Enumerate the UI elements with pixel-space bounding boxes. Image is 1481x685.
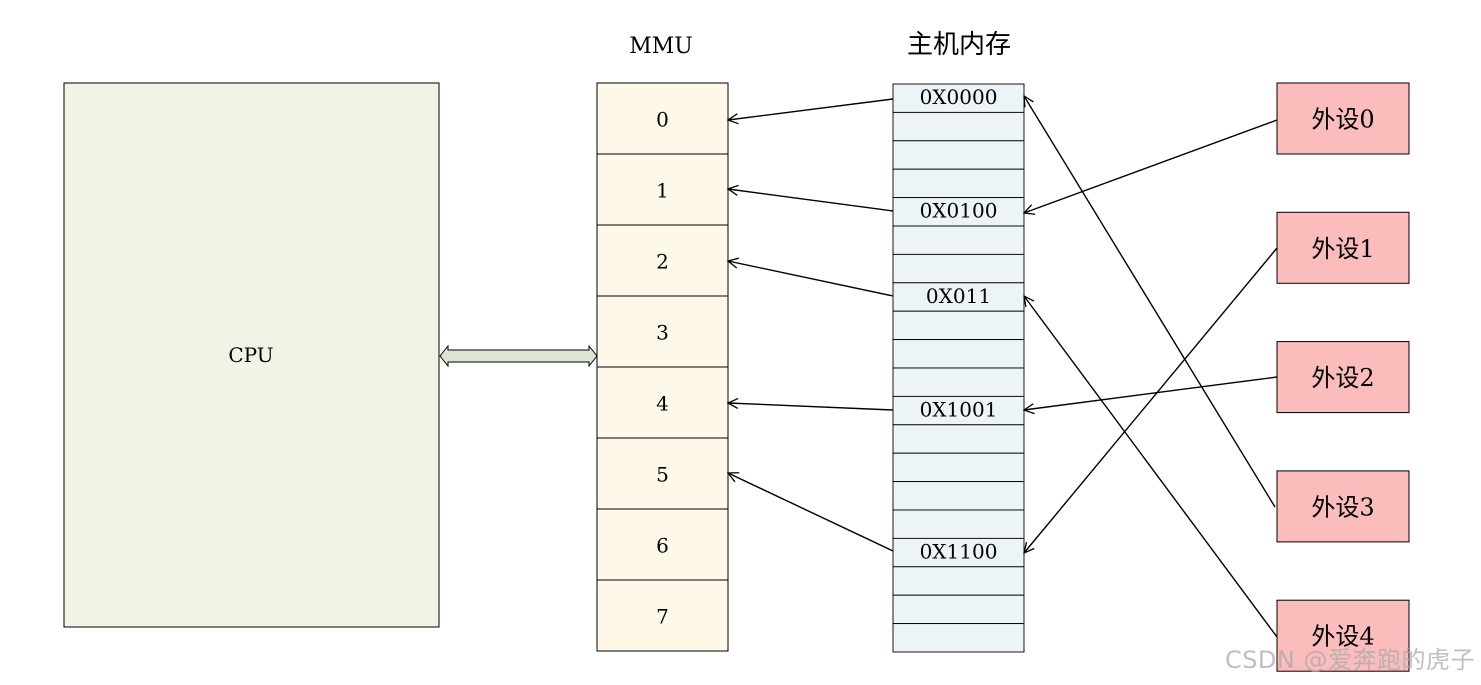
mmu-slot-3 (596, 295, 729, 368)
cpu-block: CPU (63, 82, 440, 628)
memory-row (892, 623, 1025, 653)
mmu-slot-7 (596, 579, 729, 652)
mmu-slot-label-5: 5 (656, 463, 669, 487)
memory-row (892, 310, 1025, 341)
mapping-arrow-5 (1024, 119, 1278, 213)
device-label-2: 外设2 (1311, 364, 1374, 392)
device-label-3: 外设3 (1311, 493, 1374, 521)
mapping-arrow-2 (728, 261, 894, 297)
memory-row (892, 140, 1025, 170)
memory-row (892, 83, 1025, 113)
mmu-slot-label-6: 6 (656, 534, 669, 558)
mmu-slot-2 (596, 224, 729, 297)
mapping-arrow-7 (1024, 376, 1278, 410)
cpu-label: CPU (228, 343, 273, 367)
mapping-arrow-4 (728, 473, 894, 552)
cpu-box (63, 82, 440, 628)
mmu-slot-6 (596, 508, 729, 581)
mmu-slot-label-1: 1 (656, 179, 669, 203)
memory-address-4: 0X1100 (920, 539, 998, 563)
mapping-arrow-6 (1024, 247, 1278, 553)
mmu-slot-label-4: 4 (656, 392, 669, 416)
memory-row (892, 594, 1025, 625)
mmu-slot-0 (596, 82, 729, 155)
memory-address-3: 0X1001 (920, 397, 998, 421)
memory-row (892, 424, 1025, 454)
mmu-table: 0 1 2 3 4 5 6 7 (596, 82, 729, 652)
mapping-arrow-9 (1024, 296, 1278, 638)
memory-address-0: 0X0000 (920, 85, 998, 109)
mapping-arrow-1 (728, 189, 894, 212)
mmu-slot-label-0: 0 (656, 108, 669, 132)
device-label-0: 外设0 (1311, 106, 1374, 134)
memory-row (892, 111, 1025, 142)
memory-row (892, 253, 1025, 284)
mmu-slot-label-3: 3 (656, 321, 669, 345)
device-box-0 (1276, 82, 1410, 155)
memory-address-labels: 0X0000 0X0100 0X011 0X1001 0X1100 (920, 85, 998, 563)
memory-row (892, 509, 1025, 539)
memory-row (892, 282, 1025, 312)
mapping-arrow-0 (728, 98, 894, 120)
device-column: 外设0 外设1 外设2 外设3 外设4 (1276, 82, 1410, 672)
memory-row (892, 168, 1025, 199)
device-box-1 (1276, 211, 1410, 284)
memory-row (892, 339, 1025, 369)
memory-row (892, 481, 1025, 511)
mapping-arrows (728, 96, 1278, 638)
device-box-4 (1276, 599, 1410, 672)
memory-row (892, 367, 1025, 397)
device-box-3 (1276, 470, 1410, 543)
csdn-watermark: CSDN @爱奔跑的虎子 (1224, 646, 1475, 674)
cpu-mmu-bus-arrow (439, 344, 598, 368)
memory-title: 主机内存 (907, 30, 1011, 60)
memory-address-1: 0X0100 (920, 199, 998, 223)
mapping-arrow-3 (728, 403, 894, 411)
mmu-title: MMU (629, 34, 693, 59)
mmu-slot-label-2: 2 (656, 250, 669, 274)
mmu-slot-1 (596, 153, 729, 226)
memory-row (892, 225, 1025, 255)
mmu-slot-label-7: 7 (656, 605, 669, 629)
memory-row (892, 537, 1025, 568)
memory-row (892, 452, 1025, 483)
device-label-4: 外设4 (1311, 623, 1374, 651)
device-label-1: 外设1 (1311, 235, 1374, 263)
memory-row (892, 566, 1025, 596)
mmu-slot-4 (596, 366, 729, 439)
memory-table (892, 83, 1025, 653)
mapping-arrow-8 (1024, 96, 1276, 508)
memory-address-2: 0X011 (926, 284, 991, 308)
